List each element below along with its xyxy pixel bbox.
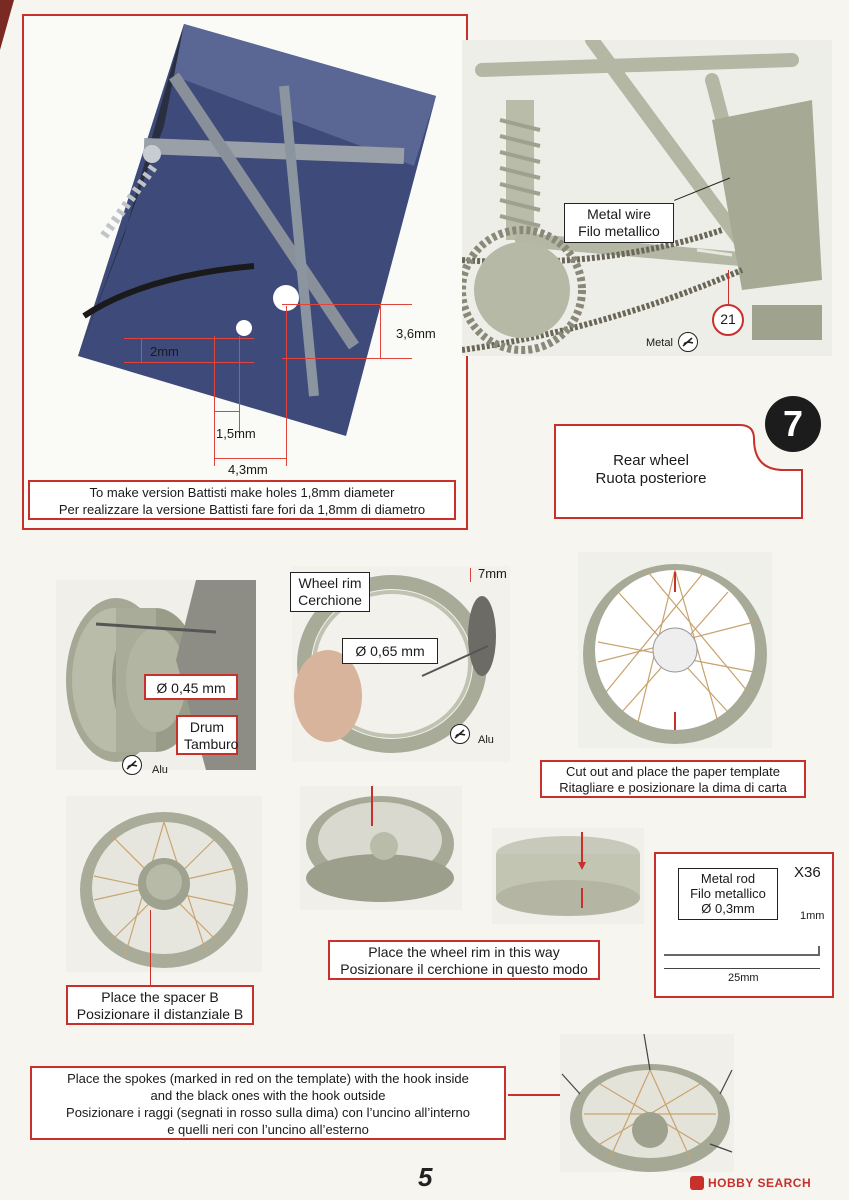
rim-alu-material-icon <box>450 724 470 744</box>
spacer-leader-line <box>150 910 151 986</box>
drum-hole-diameter-text: Ø 0,45 mm <box>156 680 226 696</box>
rim-place-caption-line1: Place the wheel rim in this way <box>368 944 560 960</box>
part-leader-line <box>728 270 729 304</box>
metal-rod-quantity: X36 <box>794 864 821 881</box>
dim-label-4-3mm: 4,3mm <box>228 462 268 477</box>
metal-rod-length: 25mm <box>728 972 759 984</box>
dim-line <box>282 304 412 305</box>
dim-line <box>124 338 254 339</box>
spacer-caption: Place the spacer B Posizionare il distan… <box>66 985 254 1025</box>
rim-width-label: 7mm <box>478 566 507 581</box>
step-title: Rear wheel Ruota posteriore <box>556 452 746 488</box>
metal-rod-label-line2: Filo metallico <box>690 886 766 901</box>
step-number-badge: 7 <box>765 396 821 452</box>
spokes-caption-line1: Place the spokes (marked in red on the t… <box>67 1071 469 1086</box>
rim-place-photo <box>300 786 462 910</box>
dim-label-1-5mm: 1,5mm <box>216 426 256 441</box>
dim-line <box>214 336 215 466</box>
rim-hole-diameter-text: Ø 0,65 mm <box>355 643 425 659</box>
page-corner <box>0 0 14 50</box>
step-title-line2: Ruota posteriore <box>595 470 707 487</box>
rim-hole-diameter: Ø 0,65 mm <box>342 638 438 664</box>
metal-rod-box: Metal rod Filo metallico Ø 0,3mm X36 1mm… <box>654 852 834 998</box>
part-number: 21 <box>720 311 736 327</box>
watermark-logo: HOBBY SEARCH <box>690 1174 811 1192</box>
holes-caption-line2: Per realizzare la versione Battisti fare… <box>58 502 426 517</box>
drum-label-line2: Tamburo <box>184 736 239 752</box>
rim-side-photo <box>492 828 644 924</box>
dim-line <box>239 336 240 436</box>
frame-closeup-photo <box>78 24 436 436</box>
watermark-text: HOBBY SEARCH <box>708 1176 812 1190</box>
watermark-icon <box>690 1176 704 1190</box>
spokes-caption-line3: Posizionare i raggi (segnati in rosso su… <box>66 1105 470 1120</box>
template-caption-line2: Ritagliare e posizionare la dima di cart… <box>559 780 787 795</box>
spacer-caption-line2: Posizionare il distanziale B <box>76 1006 244 1022</box>
metal-material-label: Metal <box>646 337 673 349</box>
wheel-rim-photo <box>292 566 510 762</box>
holes-inset-frame: 3,6mm 2mm 1,5mm 4,3mm To make version Ba… <box>22 14 468 530</box>
metal-rod-hook-length: 1mm <box>800 910 825 922</box>
metal-rod-drawing <box>664 954 820 956</box>
dim-line <box>282 358 412 359</box>
page-number: 5 <box>418 1162 433 1192</box>
wheel-rim-label: Wheel rim Cerchione <box>290 572 370 612</box>
paper-template-photo <box>578 552 772 748</box>
holes-caption-line1: To make version Battisti make holes 1,8m… <box>89 485 395 500</box>
rim-place-caption: Place the wheel rim in this way Posizion… <box>328 940 600 980</box>
part-number-badge: 21 <box>712 304 744 336</box>
dim-label-2mm: 2mm <box>150 344 179 359</box>
metal-rod-diameter: Ø 0,3mm <box>701 901 755 916</box>
spokes-photo <box>560 1034 734 1172</box>
rim-alu-material-label: Alu <box>478 734 494 746</box>
dim-label-3-6mm: 3,6mm <box>396 326 436 341</box>
rim-width-line <box>470 568 471 582</box>
metal-rod-dim-line <box>664 968 820 969</box>
spokes-caption-line4: e quelli neri con l’uncino all’esterno <box>167 1122 369 1137</box>
metal-rod-label-line1: Metal rod <box>700 871 756 886</box>
dim-line <box>214 458 286 459</box>
alu-material-label: Alu <box>152 764 168 776</box>
rim-place-caption-line2: Posizionare il cerchione in questo modo <box>340 961 588 977</box>
template-caption: Cut out and place the paper template Rit… <box>540 760 806 798</box>
dim-line <box>214 411 239 412</box>
metal-wire-label-line2: Filo metallico <box>578 223 660 239</box>
wheel-rim-label-line2: Cerchione <box>298 592 362 608</box>
metal-wire-label: Metal wire Filo metallico <box>564 203 674 243</box>
holes-caption: To make version Battisti make holes 1,8m… <box>28 480 456 520</box>
template-caption-line1: Cut out and place the paper template <box>566 764 780 779</box>
frame-photo <box>462 40 832 356</box>
step-title-line1: Rear wheel <box>613 452 689 469</box>
metal-wire-label-line1: Metal wire <box>587 206 651 222</box>
drum-hole-diameter: Ø 0,45 mm <box>144 674 238 700</box>
dim-line <box>124 362 254 363</box>
step-title-frame <box>554 424 803 519</box>
alu-material-icon <box>122 755 142 775</box>
spokes-caption: Place the spokes (marked in red on the t… <box>30 1066 506 1140</box>
dim-line <box>141 338 142 362</box>
spokes-caption-line2: and the black ones with the hook outside <box>150 1088 386 1103</box>
metal-material-icon <box>678 332 698 352</box>
dim-line <box>286 306 287 466</box>
drum-label: Drum Tamburo <box>176 715 238 755</box>
metal-rod-hook <box>818 946 820 956</box>
wheel-rim-label-line1: Wheel rim <box>298 575 362 591</box>
dim-line <box>380 306 381 358</box>
spokes-arrow <box>508 1094 574 1096</box>
metal-rod-label: Metal rod Filo metallico Ø 0,3mm <box>678 868 778 920</box>
drum-label-line1: Drum <box>189 719 225 735</box>
spacer-photo <box>66 796 262 972</box>
spacer-caption-line1: Place the spacer B <box>101 989 219 1005</box>
step-number: 7 <box>782 403 804 444</box>
